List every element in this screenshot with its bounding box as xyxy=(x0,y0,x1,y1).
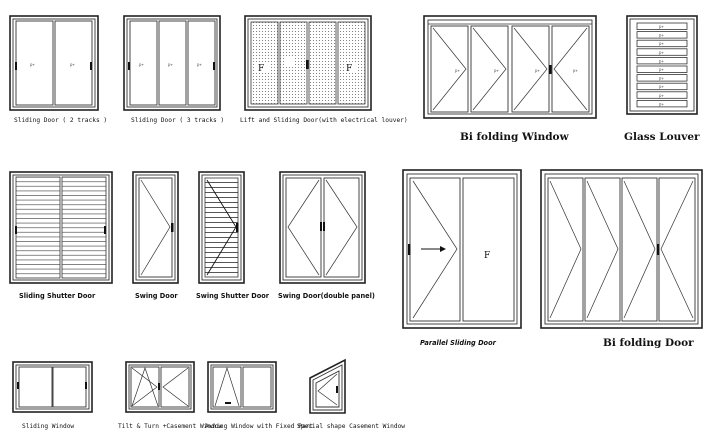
pane-mark: p+ xyxy=(455,68,460,73)
louver-blade xyxy=(636,82,688,91)
pane-mark: p+ xyxy=(30,62,35,67)
louver-blade xyxy=(636,31,688,39)
pane-mark: p+ xyxy=(659,41,664,46)
handle-icon xyxy=(171,223,174,232)
special-shape-casement-window: Special shape Casement Window xyxy=(297,358,405,430)
fixed-mark: F xyxy=(258,64,264,74)
louver-blade xyxy=(636,74,688,82)
pane-mark: p+ xyxy=(659,24,664,29)
label-lift-sliding: Lift and Sliding Door(with electrical lo… xyxy=(240,117,408,124)
sliding-door-2-tracks: p+ p+ Sliding Door ( 2 tracks ) xyxy=(9,15,107,124)
handle-icon xyxy=(15,62,17,70)
louver-blade xyxy=(636,100,688,108)
pane-mark: p+ xyxy=(535,68,540,73)
swing-door-double: Swing Door(double panel) xyxy=(278,171,375,300)
handle-icon xyxy=(306,60,309,69)
handle-icon xyxy=(236,223,239,232)
pane-mark: p+ xyxy=(168,62,173,67)
label-swing-double: Swing Door(double panel) xyxy=(278,292,375,300)
label-tilt-turn: Tilt & Turn +Casement Window xyxy=(118,423,223,430)
handle-icon xyxy=(128,62,130,70)
label-bifold-window: Bi folding Window xyxy=(460,131,570,143)
label-sliding-window: Sliding Window xyxy=(22,423,74,430)
label-special-shape: Special shape Casement Window xyxy=(297,423,405,430)
label-swing-door: Swing Door xyxy=(135,292,178,300)
louver-slats: p+ p+ p+ p+ p+ p+ p+ p+ p+ p+ xyxy=(636,22,688,108)
pane-mark: p+ xyxy=(659,84,664,89)
parallel-sliding-door: F Parallel Sliding Door xyxy=(402,169,522,347)
pane-mark: p+ xyxy=(139,62,144,67)
label-parallel-sliding: Parallel Sliding Door xyxy=(420,339,497,347)
swing-door: Swing Door xyxy=(132,171,179,300)
label-sliding-door-2: Sliding Door ( 2 tracks ) xyxy=(14,117,107,124)
handle-icon xyxy=(104,226,106,234)
louver-blade xyxy=(636,91,688,99)
handle-icon xyxy=(158,383,160,390)
sliding-shutter-door: Sliding Shutter Door xyxy=(9,171,113,300)
glass-louver: p+ p+ p+ p+ p+ p+ p+ p+ p+ p+ Glass Louver xyxy=(624,15,700,143)
lift-sliding-door: F F Lift and Sliding Door(with electrica… xyxy=(240,15,408,124)
swing-shutter-door: Swing Shutter Door xyxy=(196,171,270,300)
pane-mark: p+ xyxy=(659,101,664,106)
handle-icon xyxy=(323,222,325,231)
pane-mark: p+ xyxy=(70,62,75,67)
pane-mark: p+ xyxy=(659,33,664,38)
awning-window-fixed: Awning Window with Fixed Part xyxy=(205,361,313,430)
bi-folding-window: p+ p+ p+ p+ Bi folding Window xyxy=(423,15,597,143)
handle-icon xyxy=(336,386,338,393)
pane-mark: p+ xyxy=(659,93,664,98)
handle-icon xyxy=(657,244,660,255)
pane-mark: p+ xyxy=(659,67,664,72)
handle-icon xyxy=(15,226,17,234)
louver-blade xyxy=(636,57,688,65)
label-sliding-shutter: Sliding Shutter Door xyxy=(19,292,96,300)
handle-icon xyxy=(85,382,87,389)
tilt-turn-casement-window: Tilt & Turn +Casement Window xyxy=(118,361,223,430)
pane-mark: p+ xyxy=(659,76,664,81)
louver-blade xyxy=(636,39,688,48)
label-awning-fixed: Awning Window with Fixed Part xyxy=(205,423,313,430)
pane-mark: p+ xyxy=(197,62,202,67)
sliding-window: Sliding Window xyxy=(12,361,93,430)
handle-icon xyxy=(90,62,92,70)
handle-icon xyxy=(320,222,322,231)
handle-icon xyxy=(17,382,19,389)
bi-folding-door: Bi folding Door xyxy=(540,169,703,349)
handle-icon xyxy=(213,62,215,70)
pane-mark: p+ xyxy=(494,68,499,73)
pane-mark: p+ xyxy=(659,50,664,55)
label-glass-louver: Glass Louver xyxy=(624,131,700,143)
handle-icon xyxy=(225,402,231,404)
handle-icon xyxy=(408,244,411,255)
louver-blade xyxy=(636,65,688,73)
label-swing-shutter: Swing Shutter Door xyxy=(196,292,270,300)
fixed-mark: F xyxy=(346,64,352,74)
pane-mark: p+ xyxy=(573,68,578,73)
label-bifold-door: Bi folding Door xyxy=(603,337,694,349)
pane-mark: p+ xyxy=(659,58,664,63)
sliding-door-3-tracks: p+ p+ p+ Sliding Door ( 3 tracks ) xyxy=(123,15,224,124)
louver-blade xyxy=(636,22,688,30)
louver-blade xyxy=(636,48,688,56)
handle-icon xyxy=(549,65,552,74)
label-sliding-door-3: Sliding Door ( 3 tracks ) xyxy=(131,117,224,124)
fixed-mark: F xyxy=(484,251,490,261)
arrow-right-icon xyxy=(440,246,446,252)
